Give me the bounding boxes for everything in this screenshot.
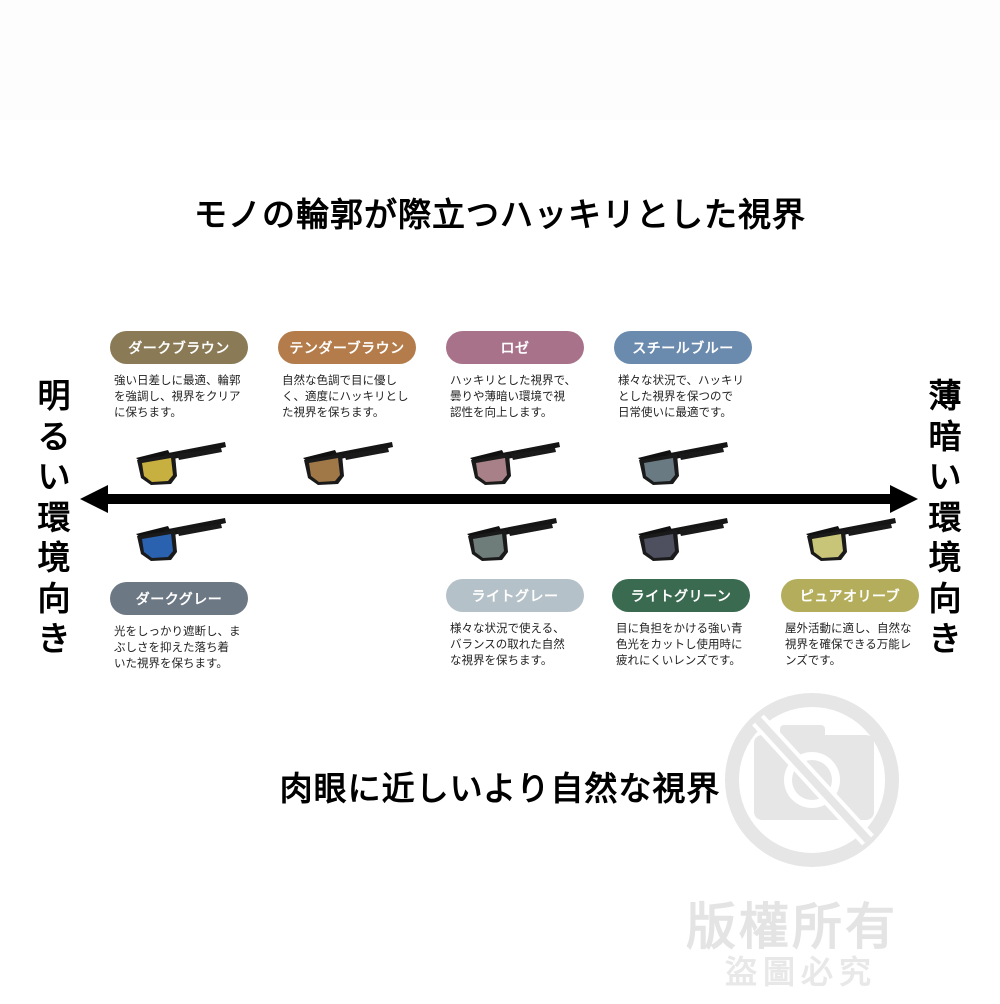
lens-description: 強い日差しに最適、輪郭 を強調し、視界をクリア に保ちます。 — [114, 373, 241, 419]
sunglasses-dark-gray-icon — [133, 516, 228, 566]
lens-description: ハッキリとした視界で、 曇りや薄暗い環境で視 認性を向上します。 — [450, 373, 577, 419]
lens-light-gray: ライトグレー 様々な状況で使える、 バランスの取れた自然 な視界を保ちます。 — [446, 579, 586, 668]
lens-badge: ライトグリーン — [612, 579, 750, 612]
lens-dark-brown: ダークブラウン 強い日差しに最適、輪郭 を強調し、視界をクリア に保ちます。 — [110, 331, 250, 420]
lens-rose: ロゼ ハッキリとした視界で、 曇りや薄暗い環境で視 認性を向上します。 — [446, 331, 586, 420]
lens-badge: ピュアオリーブ — [781, 579, 919, 612]
left-label-char: る — [37, 416, 71, 456]
lens-badge: テンダーブラウン — [278, 331, 416, 364]
axis-line — [102, 494, 898, 504]
right-label-char: 環 — [928, 497, 962, 537]
lens-tender-brown: テンダーブラウン 自然な色調で目に優し く、適度にハッキリとし た視界を保ちます… — [278, 331, 418, 420]
lens-steel-blue: スチールブルー 様々な状況で、ハッキリ とした視界を保つので 日常使いに最適です… — [614, 331, 754, 420]
lens-dark-gray: ダークグレー 光をしっかり遮断し、ま ぶしさを抑えた落ち着 いた視界を保ちます。 — [110, 582, 250, 671]
double-arrow-axis — [80, 485, 918, 513]
lens-badge: ダークブラウン — [110, 331, 248, 364]
left-label-char: 環 — [37, 497, 71, 537]
right-label-char: 薄 — [928, 376, 962, 415]
right-label-char: き — [928, 619, 962, 658]
lens-description: 様々な状況で、ハッキリ とした視界を保つので 日常使いに最適です。 — [618, 373, 745, 419]
right-label-char: 境 — [928, 538, 962, 577]
sunglasses-pure-olive-icon — [803, 516, 898, 566]
bottom-heading: 肉眼に近しいより自然な視界 — [279, 769, 721, 808]
left-label-char: い — [37, 457, 71, 496]
right-label-char: 暗 — [928, 416, 962, 456]
right-label-char: い — [928, 457, 962, 496]
sunglasses-tender-brown-icon — [300, 440, 395, 490]
top-heading: モノの輪郭が際立つハッキリとした視界 — [194, 195, 806, 234]
left-label-char: 向 — [37, 578, 71, 618]
right-axis-label: 薄 暗 い 環 境 向 き — [925, 376, 965, 660]
lens-description: 屋外活動に適し、自然な 視界を確保できる万能レ ンズです。 — [785, 621, 912, 667]
sunglasses-light-green-icon — [635, 516, 730, 566]
sunglasses-light-gray-icon — [464, 516, 559, 566]
lens-badge: ダークグレー — [110, 582, 248, 615]
left-axis-label: 明 る い 環 境 向 き — [34, 376, 74, 660]
left-label-char: き — [37, 619, 71, 658]
sunglasses-steel-blue-icon — [635, 440, 730, 490]
lens-badge: ライトグレー — [446, 579, 584, 612]
lens-badge: スチールブルー — [614, 331, 752, 364]
lens-description: 自然な色調で目に優し く、適度にハッキリとし た視界を保ちます。 — [282, 373, 409, 419]
lens-description: 光をしっかり遮断し、ま ぶしさを抑えた落ち着 いた視界を保ちます。 — [114, 624, 241, 670]
sunglasses-dark-brown-icon — [133, 440, 228, 490]
top-band — [0, 0, 1000, 120]
sunglasses-rose-icon — [467, 440, 562, 490]
lens-light-green: ライトグリーン 目に負担をかける強い青 色光をカットし使用時に 疲れにくいレンズ… — [612, 579, 752, 668]
lens-pure-olive: ピュアオリーブ 屋外活動に適し、自然な 視界を確保できる万能レ ンズです。 — [781, 579, 921, 668]
watermark-line2: 盜圖必究 — [725, 953, 878, 991]
lens-description: 目に負担をかける強い青 色光をカットし使用時に 疲れにくいレンズです。 — [616, 621, 743, 667]
watermark-line1: 版權所有 — [686, 898, 898, 956]
lens-description: 様々な状況で使える、 バランスの取れた自然 な視界を保ちます。 — [450, 621, 565, 667]
left-label-char: 明 — [37, 376, 71, 415]
left-label-char: 境 — [37, 538, 71, 577]
right-label-char: 向 — [928, 578, 962, 618]
arrow-right-icon — [890, 485, 918, 513]
lens-badge: ロゼ — [446, 331, 584, 364]
